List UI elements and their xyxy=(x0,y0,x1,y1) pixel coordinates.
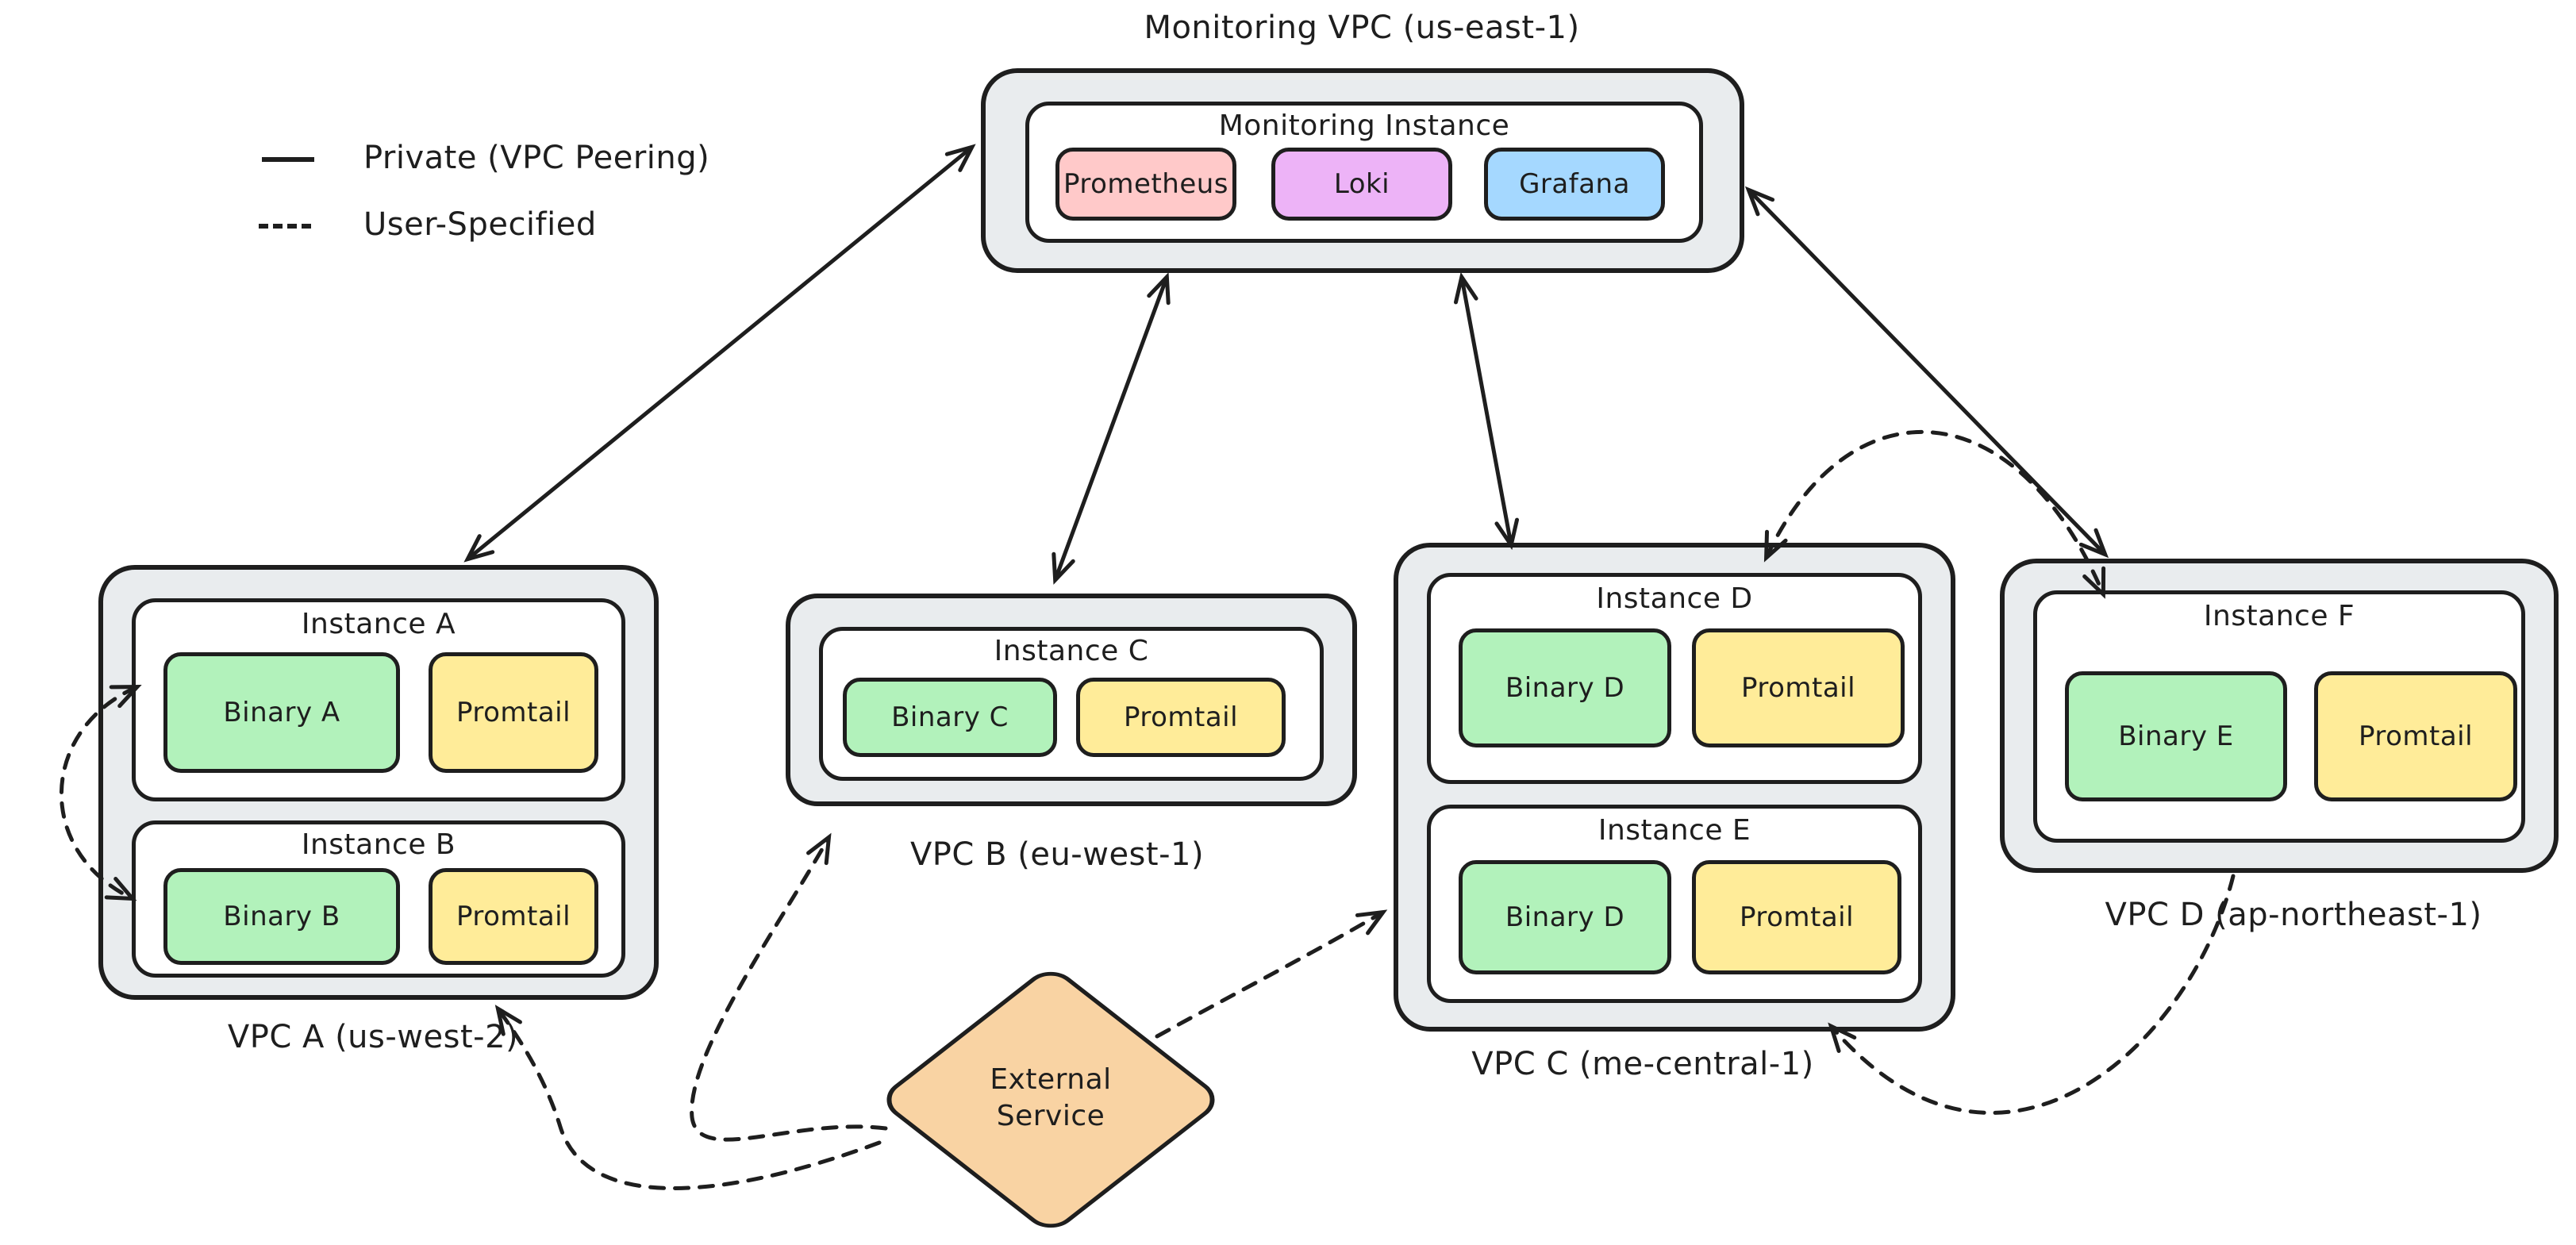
vpc-d-label: VPC D (ap-northeast-1) xyxy=(2105,897,2482,933)
arrow-external-to-vpc-b xyxy=(690,832,888,1142)
external-service-label-line2: Service xyxy=(996,1100,1105,1132)
arrow-external-to-vpc-c xyxy=(1155,909,1388,1039)
instance-d-label: Instance D xyxy=(1596,582,1753,615)
instance-c-label: Instance C xyxy=(994,635,1149,667)
node-binary-e: Binary E xyxy=(2065,671,2287,801)
node-prometheus: Prometheus xyxy=(1055,148,1236,221)
node-promtail-f: Promtail xyxy=(2314,671,2517,801)
legend-solid-line xyxy=(262,157,314,162)
node-promtail-e: Promtail xyxy=(1692,860,1901,974)
arrow-monitoring-vpc-b xyxy=(1052,272,1171,585)
instance-e-label: Instance E xyxy=(1598,814,1751,847)
monitoring-vpc-title: Monitoring VPC (us-east-1) xyxy=(1144,10,1580,46)
external-service-label: External Service xyxy=(892,1062,1209,1135)
arrow-vpc-c-vpc-d-top xyxy=(1763,429,2106,599)
node-binary-a: Binary A xyxy=(163,652,400,773)
node-binary-b: Binary B xyxy=(163,868,400,965)
arrow-external-to-vpc-a xyxy=(494,1005,882,1190)
instance-f-label: Instance F xyxy=(2203,600,2355,632)
node-promtail-c: Promtail xyxy=(1076,678,1286,757)
node-binary-d: Binary D xyxy=(1459,628,1671,747)
vpc-a-label: VPC A (us-west-2) xyxy=(227,1019,519,1055)
node-binary-d2: Binary D xyxy=(1459,860,1671,974)
monitoring-instance-label: Monitoring Instance xyxy=(1218,110,1510,142)
instance-a-label: Instance A xyxy=(301,608,456,640)
node-loki: Loki xyxy=(1271,148,1452,221)
node-grafana: Grafana xyxy=(1484,148,1665,221)
node-promtail-b: Promtail xyxy=(429,868,598,965)
arrow-vpc-d-to-vpc-c-bottom xyxy=(1828,874,2236,1115)
arrow-monitoring-vpc-c xyxy=(1453,271,1520,551)
arrow-monitoring-vpc-a xyxy=(463,144,976,563)
node-promtail-d: Promtail xyxy=(1692,628,1905,747)
vpc-c-label: VPC C (me-central-1) xyxy=(1471,1046,1814,1082)
external-service-label-line1: External xyxy=(990,1063,1112,1096)
node-binary-c: Binary C xyxy=(843,678,1057,757)
arrow-instance-a-instance-b-loop xyxy=(59,685,142,901)
instance-b-label: Instance B xyxy=(301,828,456,861)
legend-dashed-line xyxy=(259,224,311,229)
arrow-monitoring-vpc-d xyxy=(1744,186,2109,559)
vpc-b-label: VPC B (eu-west-1) xyxy=(909,836,1205,873)
node-promtail-a: Promtail xyxy=(429,652,598,773)
